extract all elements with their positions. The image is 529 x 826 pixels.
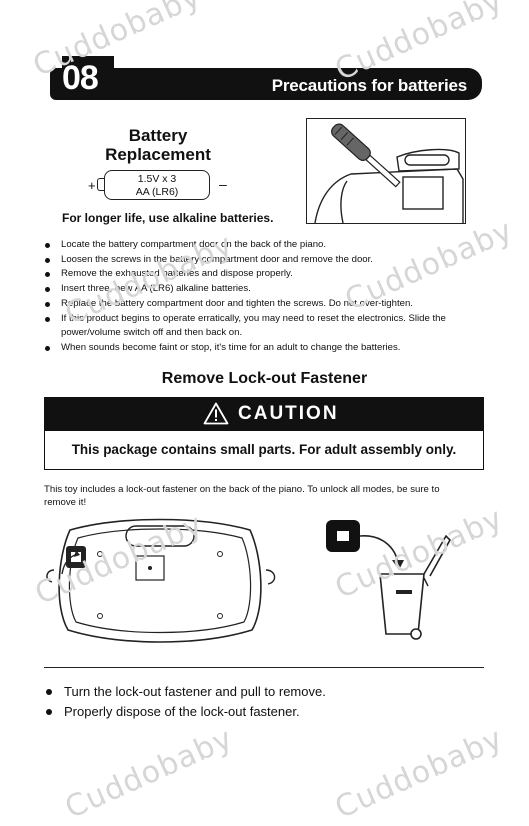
list-item: Insert three, new AA (LR6) alkaline batt…: [44, 282, 464, 297]
section-title: Precautions for batteries: [271, 76, 467, 95]
caution-label: CAUTION: [238, 403, 339, 424]
screwdriver-illustration: [306, 118, 466, 224]
list-item: If this product begins to operate errati…: [44, 312, 464, 341]
list-item: Replace the battery compartment door and…: [44, 297, 464, 312]
trash-disposal-illustration: [320, 514, 470, 644]
battery-minus-terminal: –: [219, 176, 227, 192]
screwdriver-icon: [314, 123, 464, 224]
caution-text: This package contains small parts. For a…: [71, 442, 457, 457]
trash-can-icon: [326, 520, 451, 640]
piano-back-illustration: [40, 516, 280, 648]
battery-cap: [97, 178, 105, 191]
list-item: Remove the exhausted batteries and dispo…: [44, 267, 464, 282]
watermark: Cuddobaby: [60, 720, 239, 826]
battery-title-line1: Battery: [128, 126, 188, 145]
piano-back-icon: [46, 518, 276, 643]
list-item: Properly dispose of the lock-out fastene…: [44, 702, 464, 722]
list-item: Locate the battery compartment door on t…: [44, 238, 464, 253]
battery-instructions-list: Locate the battery compartment door on t…: [44, 238, 464, 356]
battery-type-label: AA (LR6): [135, 185, 179, 198]
lockout-description: This toy includes a lock-out fastener on…: [44, 484, 440, 508]
list-item: Loosen the screws in the battery compart…: [44, 253, 464, 268]
battery-title: Battery Replacement: [98, 126, 218, 164]
section-header-bar: [50, 68, 482, 100]
battery-title-line2: Replacement: [105, 145, 211, 164]
battery-plus-terminal: +: [88, 178, 96, 193]
list-item: When sounds become faint or stop, it's t…: [44, 341, 464, 356]
battery-icon: 1.5V x 3 AA (LR6): [104, 170, 210, 200]
lockout-heading: Remove Lock-out Fastener: [161, 370, 368, 387]
warning-triangle-icon: [203, 402, 229, 425]
alkaline-note: For longer life, use alkaline batteries.: [62, 211, 274, 225]
list-item: Turn the lock-out fastener and pull to r…: [44, 682, 464, 702]
section-number: 08: [62, 56, 114, 97]
caution-header-bar: [44, 397, 484, 431]
section-divider: [44, 667, 484, 668]
battery-voltage-label: 1.5V x 3: [137, 173, 177, 185]
lockout-steps-list: Turn the lock-out fastener and pull to r…: [44, 682, 464, 722]
watermark: Cuddobaby: [330, 720, 509, 826]
